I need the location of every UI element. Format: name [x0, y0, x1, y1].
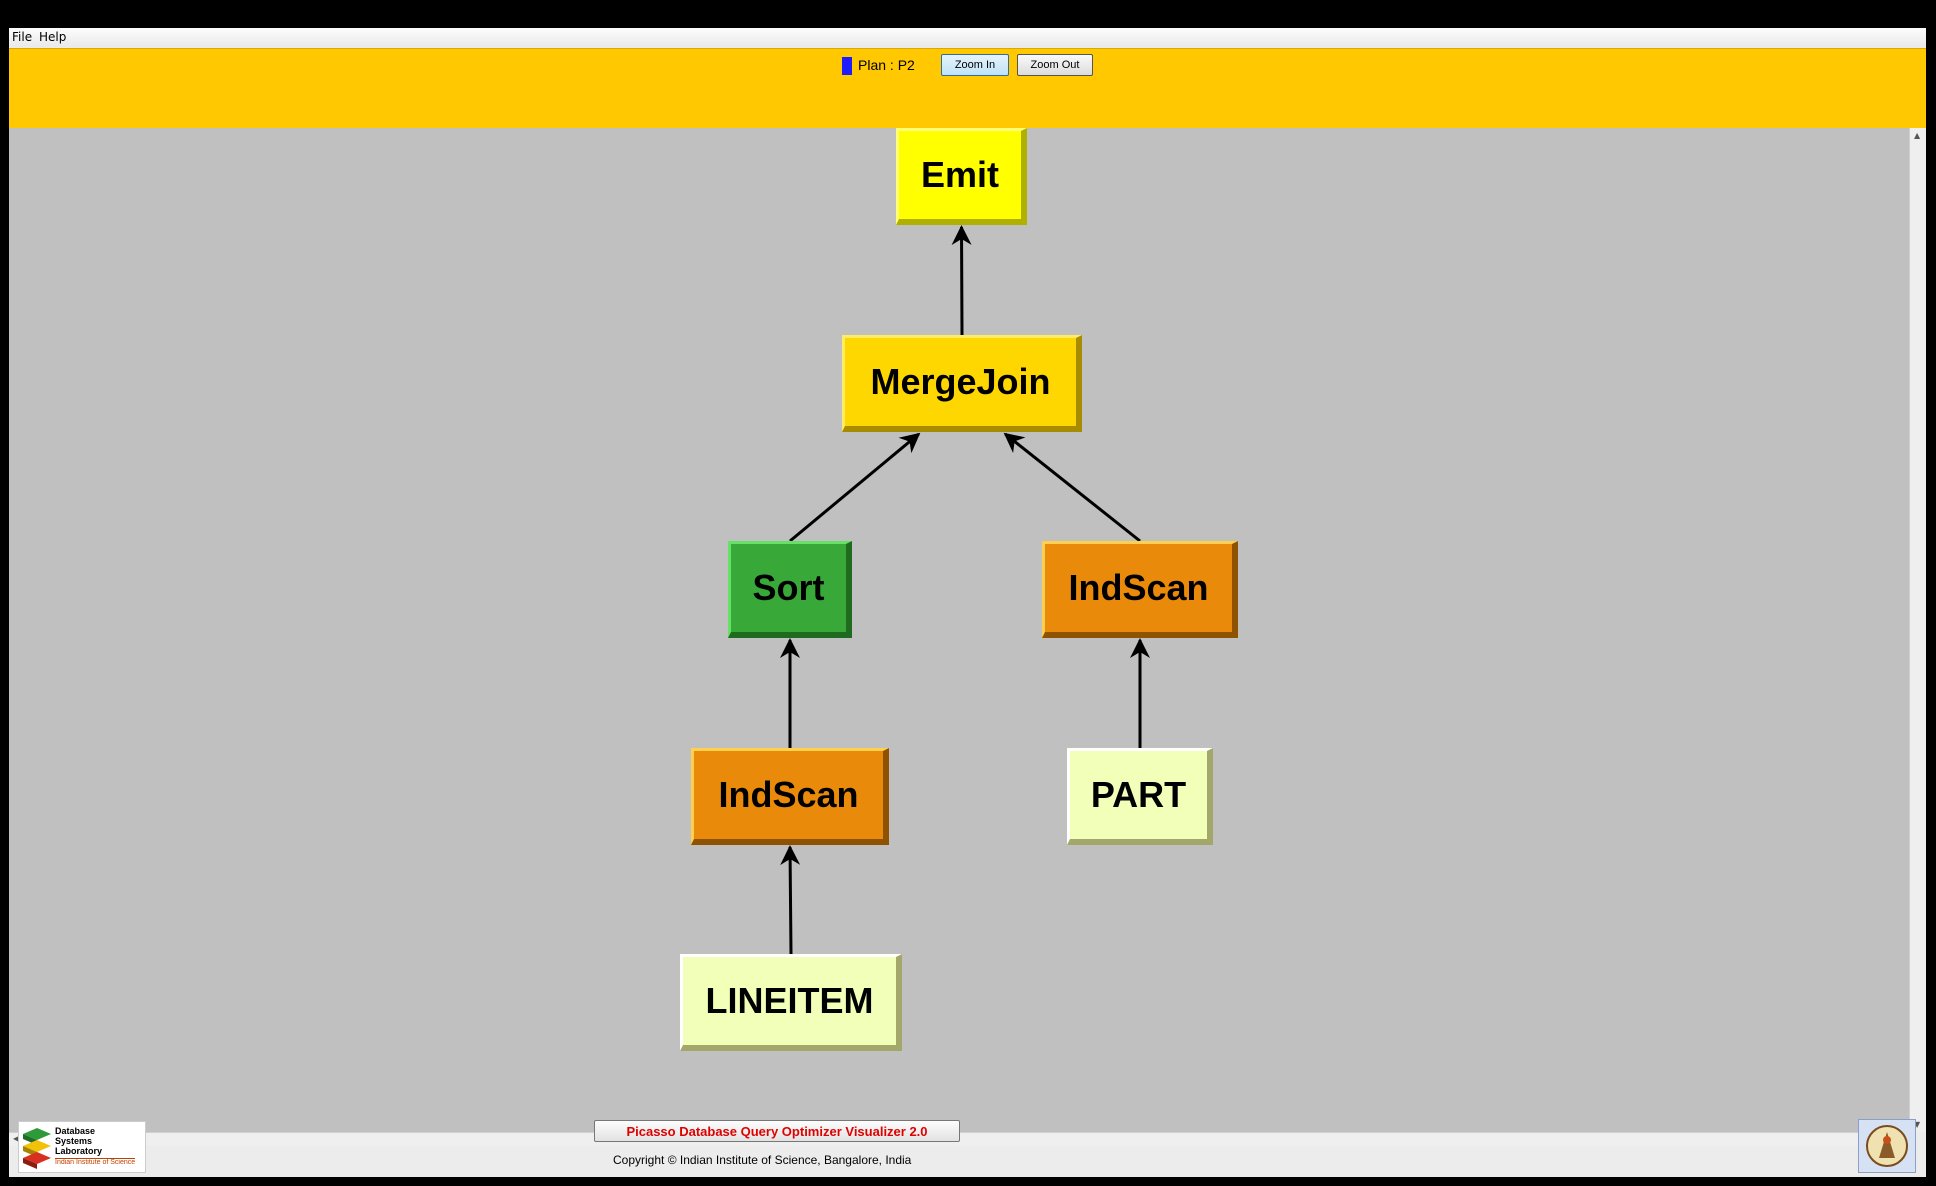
node-label: LINEITEM: [705, 980, 874, 1021]
plan-tree-canvas: Emit MergeJoin Sort IndScan IndScan PART…: [9, 128, 1909, 1132]
plan-edges: [780, 225, 1150, 955]
emblem-graphic: [1866, 1125, 1908, 1167]
footer: [9, 1147, 1926, 1177]
menu-file[interactable]: File: [12, 30, 33, 44]
dsl-stack-icon: [23, 1128, 51, 1169]
zoom-in-button[interactable]: Zoom In: [941, 54, 1009, 76]
edge-sort-to-mergejoin: [789, 432, 921, 543]
edge-indscan_right-to-mergejoin: [1003, 432, 1141, 543]
dsl-logo-text: Database Systems Laboratory: [55, 1126, 103, 1156]
scroll-up-icon[interactable]: ▲: [1914, 131, 1921, 140]
node-mergejoin[interactable]: MergeJoin: [842, 335, 1082, 432]
node-lineitem[interactable]: LINEITEM: [680, 954, 902, 1051]
scroll-left-icon[interactable]: ◀: [13, 1134, 20, 1143]
node-indscan-right[interactable]: IndScan: [1042, 541, 1238, 638]
node-label: IndScan: [718, 774, 859, 815]
iisc-emblem-icon: [1858, 1119, 1916, 1173]
node-label: PART: [1090, 774, 1187, 815]
copyright-text: Copyright © Indian Institute of Science,…: [613, 1153, 912, 1167]
scroll-down-icon[interactable]: ▼: [1914, 1120, 1921, 1129]
node-part[interactable]: PART: [1067, 748, 1213, 845]
plan-toolbar: Plan : P2 Zoom In Zoom Out: [9, 48, 1926, 129]
node-sort[interactable]: Sort: [728, 541, 852, 638]
node-label: Sort: [752, 567, 825, 608]
dsl-logo: Database Systems Laboratory Indian Insti…: [18, 1121, 146, 1173]
app-title-button[interactable]: Picasso Database Query Optimizer Visuali…: [594, 1120, 960, 1142]
node-emit[interactable]: Emit: [896, 128, 1027, 225]
edge-mergejoin-to-emit: [951, 225, 972, 336]
node-label: IndScan: [1068, 567, 1209, 608]
menu-help[interactable]: Help: [39, 30, 67, 44]
dsl-logo-subtitle: Indian Institute of Science: [55, 1158, 136, 1166]
edge-lineitem-to-indscan_left: [780, 845, 801, 955]
zoom-out-button[interactable]: Zoom Out: [1017, 54, 1093, 76]
node-label: Emit: [920, 154, 999, 195]
node-indscan-left[interactable]: IndScan: [691, 748, 889, 845]
picasso-window: File Help Plan : P2 Zoom In Zoom Out Emi…: [9, 28, 1926, 1177]
node-label: MergeJoin: [870, 361, 1051, 402]
plan-label: Plan : P2: [858, 57, 915, 73]
vertical-scrollbar[interactable]: ▲ ▼: [1909, 128, 1926, 1132]
plan-color-swatch: [842, 57, 852, 75]
menu-bar: File Help: [9, 28, 1926, 47]
